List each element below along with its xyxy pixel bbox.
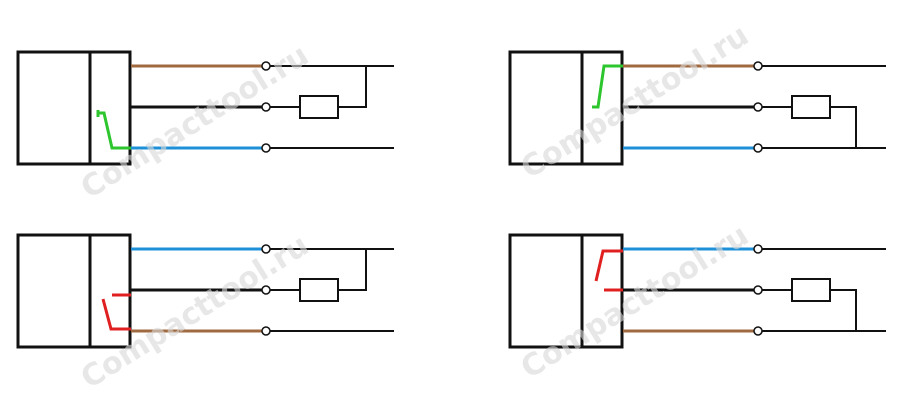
load-resistor [299,95,339,119]
sensor-panel-pnp-d-on [508,233,886,349]
watermark-text: Compacttool.ru [515,218,755,386]
load-return-line [830,289,857,331]
watermark-text: Compacttool.ru [75,228,315,396]
wire-terminal [261,143,271,153]
wire-terminal [261,326,271,336]
switch-contact [98,111,131,150]
sensor-panel-npn-l-on [16,50,394,166]
wire-terminal [753,326,763,336]
wire-terminal [753,143,763,153]
watermark-text: Compacttool.ru [515,18,755,186]
load-resistor [791,95,831,119]
load-return-line [338,66,367,108]
wire-terminal [261,102,271,112]
wire-terminal [753,61,763,71]
sensor-body [16,50,132,166]
switch-contact [594,249,623,282]
sensor-panel-npn-d-on [16,233,394,349]
sensor-body [508,50,624,166]
sensor-panel-pnp-l-on [508,50,886,166]
sensor-body [16,233,132,349]
wire-terminal [753,102,763,112]
load-resistor [299,278,339,302]
load-return-line [338,249,367,291]
load-return-line [830,106,857,148]
load-resistor [791,278,831,302]
switch-contact [592,64,623,109]
switch-contact [101,298,131,331]
wire-terminal [753,244,763,254]
watermark-text: Compacttool.ru [75,38,315,206]
wire-terminal [753,285,763,295]
